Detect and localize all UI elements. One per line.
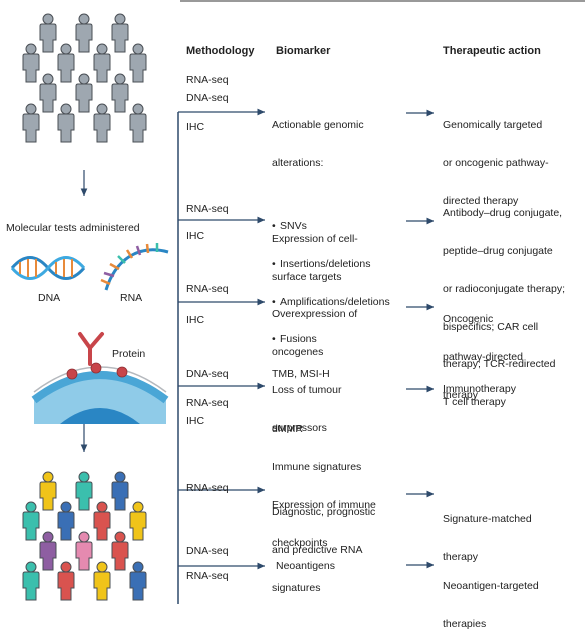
action-line: therapy; TCR-redirected bbox=[443, 358, 556, 371]
method-label: IHC bbox=[186, 230, 205, 242]
action-text: Genomically targeted or oncogenic pathwa… bbox=[443, 94, 549, 220]
action-arrows bbox=[406, 109, 434, 569]
biomarker-line: Expression of cell- bbox=[272, 233, 358, 246]
biomarker-line: Actionable genomic bbox=[272, 119, 364, 132]
biomarker-line: Neoantigens bbox=[276, 560, 335, 572]
action-line: therapy bbox=[443, 388, 479, 401]
cell-membrane-icon bbox=[31, 362, 169, 424]
biomarker-line: Immune signatures bbox=[272, 460, 362, 473]
list-item: SNVs bbox=[272, 220, 390, 233]
list-item: Insertions/deletions bbox=[272, 258, 390, 271]
list-item: Amplifications/deletions bbox=[272, 296, 390, 309]
biomarker-text: Expression of cell- surface targets bbox=[272, 208, 358, 296]
action-line: or oncogenic pathway- bbox=[443, 156, 549, 169]
patient-crowd-icon bbox=[22, 13, 147, 143]
alteration-list: SNVs Insertions/deletions Amplifications… bbox=[272, 195, 390, 371]
list-item: Fusions bbox=[272, 333, 390, 346]
biomarker-text: Actionable genomic alterations: SNVs Ins… bbox=[272, 94, 390, 384]
action-line: Genomically targeted bbox=[443, 119, 543, 132]
biomarker-line: TMB, MSI-H bbox=[272, 368, 330, 380]
method-label: DNA-seq bbox=[186, 545, 229, 557]
action-text: Antibody–drug conjugate, peptide–drug co… bbox=[443, 182, 565, 421]
rna-strand-icon bbox=[100, 243, 169, 291]
method-label: RNA-seq bbox=[186, 74, 229, 86]
header-therapeutic-action: Therapeutic action bbox=[443, 45, 541, 57]
action-line: therapies bbox=[443, 617, 487, 630]
action-line: therapy bbox=[443, 550, 479, 563]
rna-label: RNA bbox=[120, 292, 143, 304]
action-line: T cell therapy bbox=[443, 396, 506, 409]
biomarker-line: surpressors bbox=[272, 421, 327, 434]
biomarker-text: dMMR Immune signatures Expression of imm… bbox=[272, 398, 376, 562]
biomarker-line: Expression of immune bbox=[272, 498, 376, 511]
dna-helix-icon bbox=[10, 256, 86, 280]
branch-arrows bbox=[178, 108, 265, 570]
diagram-graphics bbox=[10, 0, 585, 604]
biomarker-line: dMMR bbox=[272, 423, 303, 436]
action-line: bispecifics; CAR cell bbox=[443, 320, 539, 333]
action-line: directed therapy bbox=[443, 194, 519, 207]
biomarker-text: Diagnostic, prognostic and predictive RN… bbox=[272, 481, 375, 607]
biomarker-line: alterations: bbox=[272, 156, 324, 169]
method-label: RNA-seq bbox=[186, 397, 229, 409]
treated-crowd-icon bbox=[22, 471, 147, 601]
biomarker-line: checkpoints bbox=[272, 536, 328, 549]
method-label: RNA-seq bbox=[186, 482, 229, 494]
dna-label: DNA bbox=[38, 292, 61, 304]
method-label: IHC bbox=[186, 415, 205, 427]
header-methodology: Methodology bbox=[186, 45, 255, 57]
action-line: peptide–drug conjugate bbox=[443, 244, 553, 257]
action-line: Neoantigen-targeted bbox=[443, 580, 539, 593]
antibody-protein-icon bbox=[78, 332, 104, 366]
biomarker-line: signatures bbox=[272, 581, 321, 594]
biomarker-line: and predictive RNA bbox=[272, 543, 363, 556]
action-text: Neoantigen-targeted therapies bbox=[443, 555, 539, 643]
method-label: IHC bbox=[186, 314, 205, 326]
action-line: pathway-directed bbox=[443, 350, 523, 363]
action-text: Oncogenic pathway-directed therapy bbox=[443, 288, 523, 414]
header-biomarker: Biomarker bbox=[276, 45, 331, 57]
method-label: DNA-seq bbox=[186, 92, 229, 104]
action-line: Signature-matched bbox=[443, 513, 532, 526]
method-label: RNA-seq bbox=[186, 570, 229, 582]
action-line: Oncogenic bbox=[443, 313, 494, 326]
method-label: IHC bbox=[186, 121, 205, 133]
protein-label: Protein bbox=[112, 348, 146, 360]
biomarker-line: Loss of tumour bbox=[272, 383, 342, 396]
method-label: RNA-seq bbox=[186, 283, 229, 295]
action-line: or radioconjugate therapy; bbox=[443, 282, 565, 295]
biomarker-line: Overexpression of bbox=[272, 308, 358, 321]
biomarker-line: Diagnostic, prognostic bbox=[272, 506, 376, 519]
action-line: Immunotherapy bbox=[443, 383, 516, 395]
action-text: Signature-matched therapy bbox=[443, 488, 532, 576]
method-label: DNA-seq bbox=[186, 368, 229, 380]
biomarker-text: Overexpression of oncogenes Loss of tumo… bbox=[272, 283, 357, 447]
biomarker-line: oncogenes bbox=[272, 345, 324, 358]
biomarker-line: surface targets bbox=[272, 270, 342, 283]
method-label: RNA-seq bbox=[186, 203, 229, 215]
action-line: Antibody–drug conjugate, bbox=[443, 207, 563, 220]
molecular-tests-label: Molecular tests administered bbox=[6, 222, 140, 234]
